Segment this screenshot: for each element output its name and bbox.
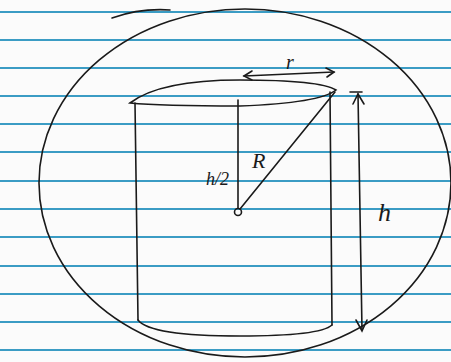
drawing: [39, 9, 451, 357]
h-dimension: [358, 94, 362, 330]
cylinder-side: [330, 92, 332, 325]
half-height-line: [237, 100, 239, 208]
height-label: h: [378, 200, 391, 226]
arrowhead: [326, 68, 334, 77]
arrowhead: [356, 320, 367, 331]
arrowhead: [353, 94, 364, 104]
cylinder-side: [135, 103, 138, 320]
radius-line: [240, 92, 335, 209]
radius-label: r: [286, 52, 294, 72]
sphere-radius-label: R: [252, 150, 265, 172]
cylinder-top: [130, 80, 336, 106]
cylinder-bottom: [138, 320, 332, 336]
arrowhead: [244, 71, 252, 80]
half-height-label: h/2: [206, 170, 229, 188]
stray-stroke: [112, 10, 170, 18]
notebook-lines: [0, 12, 451, 350]
sphere: [39, 9, 451, 357]
r-dimension: [244, 72, 334, 76]
tick: [350, 91, 362, 93]
